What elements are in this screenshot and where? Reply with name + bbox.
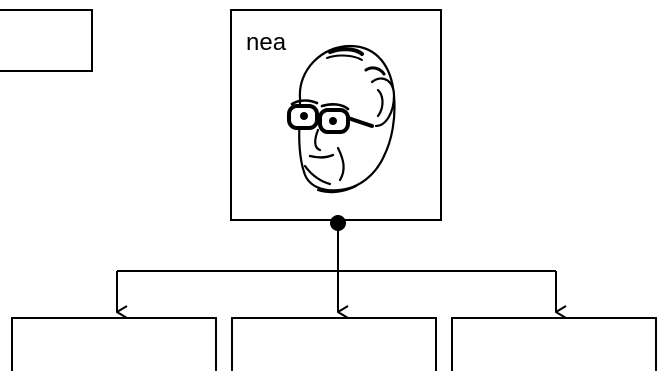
child-node-2 <box>231 317 437 371</box>
root-node: nea <box>230 9 442 221</box>
left-partial-node <box>0 9 93 72</box>
root-node-label: nea <box>246 29 287 56</box>
bald-man-with-glasses-portrait-icon <box>287 44 396 194</box>
child-node-3 <box>451 317 657 371</box>
child-node-1 <box>11 317 217 371</box>
